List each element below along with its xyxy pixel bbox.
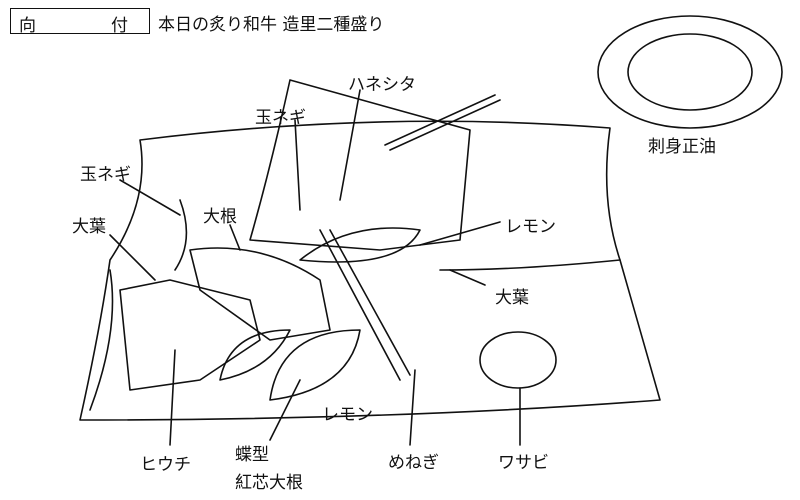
course-label-char1: 向: [19, 16, 36, 36]
meat-hiuchi: [119, 279, 261, 391]
label-onion-left: 玉ネギ: [80, 165, 131, 185]
label-haneshita: ハネシタ: [348, 75, 416, 95]
plate: [79, 120, 661, 421]
label-shiso-left: 大葉: [72, 217, 106, 237]
label-daikon: 大根: [203, 207, 237, 227]
label-wasabi: ワサビ: [498, 453, 549, 473]
lemon-mid: [269, 329, 361, 401]
soy-dish-inner: [627, 33, 753, 111]
wasabi: [479, 331, 557, 389]
course-label-box: 向 付: [10, 8, 150, 36]
label-lemon-bottom: レモン: [322, 405, 373, 425]
label-lemon-right: レモン: [505, 217, 556, 237]
label-soy-sauce: 刺身正油: [648, 137, 716, 157]
label-onion-top: 玉ネギ: [255, 108, 306, 128]
onion-curl: [174, 199, 188, 271]
lemon-left: [219, 329, 291, 381]
lemon-back: [299, 227, 421, 263]
meat-center: [189, 247, 331, 341]
meat-haneshita: [249, 79, 471, 251]
label-radish-line1: 蝶型: [235, 445, 269, 465]
soy-dish-outer: [597, 15, 783, 129]
course-label-char2: 付: [111, 16, 128, 36]
label-menegi: めねぎ: [388, 453, 439, 473]
label-radish-line2: 紅芯大根: [235, 473, 303, 493]
label-shiso-right: 大葉: [495, 288, 529, 308]
dish-title: 本日の炙り和牛 造里二種盛り: [158, 15, 385, 35]
label-hiuchi: ヒウチ: [140, 455, 191, 475]
